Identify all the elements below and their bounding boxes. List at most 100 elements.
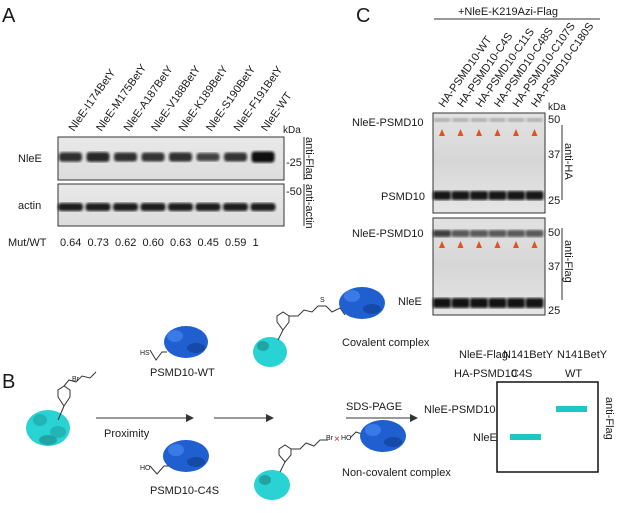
noncovalent-complex: Br × HO xyxy=(254,420,406,500)
gel-row2-label: HA-PSMD10 xyxy=(454,368,517,380)
panel-c-top-marker-37: 37 xyxy=(548,149,560,161)
panel-a-actin-band-1 xyxy=(85,203,111,211)
gel-col2-line1: N141BetY xyxy=(557,349,608,361)
panel-a-ratio-label: Mut/WT xyxy=(8,237,47,249)
panel-a-ratio-7: 1 xyxy=(253,237,259,249)
panel-c-bottom-arrowhead-icon-0 xyxy=(439,241,445,248)
panel-a-actin-band-0 xyxy=(58,203,83,211)
panel-c-bottom-marker-37: 37 xyxy=(548,261,560,273)
panel-a-nlee-band-6 xyxy=(224,152,247,162)
panel-a-nlee-band-5 xyxy=(196,152,220,162)
covalent-label: Covalent complex xyxy=(342,337,430,349)
gel-box xyxy=(496,381,599,473)
gel-row1-label: NleE-Flag xyxy=(459,349,508,361)
panel-c-top-upper-band-5 xyxy=(526,118,543,122)
panel-c-top-marker-50: 50 xyxy=(548,114,560,126)
panel-a-anti-actin: anti-actin xyxy=(303,184,315,229)
panel-c-bottom-marker-25: 25 xyxy=(548,305,560,317)
panel-c-bottom-nlee-band-3 xyxy=(488,298,507,308)
panel-c-top-psmd10-band-2 xyxy=(470,191,488,200)
panel-c-bottom-complex-band-2 xyxy=(470,230,488,237)
panel-c-bottom-marker-50: 50 xyxy=(548,227,560,239)
panel-a-nlee-band-7 xyxy=(251,151,275,163)
panel-a-letter: A xyxy=(2,5,16,27)
panel-c-top-psmd10-band-5 xyxy=(525,191,544,200)
panel-c-top-arrowhead-icon-3 xyxy=(494,129,501,136)
panel-c-top-arrowhead-icon-1 xyxy=(457,129,464,136)
psmd10-c4s-label: PSMD10-C4S xyxy=(150,485,219,497)
panel-c-bottom-nlee-band-1 xyxy=(451,298,470,308)
panel-a-actin-band-7 xyxy=(250,203,276,211)
panel-c-top-upper-band-4 xyxy=(508,118,524,122)
noncovalent-label: Non-covalent complex xyxy=(342,467,451,479)
panel-a-actin-band-4 xyxy=(168,203,193,211)
psmd10-c4s: HO xyxy=(140,440,209,475)
panel-c-top-arrowhead-icon-2 xyxy=(476,129,482,136)
panel-a-25-marker: -25 xyxy=(286,157,302,169)
panel-c-top-psmd10-band-3 xyxy=(488,191,507,200)
panel-a-nlee-band-1 xyxy=(86,152,110,162)
panel-a-actin-label: actin xyxy=(18,200,41,212)
panel-c-bottom-nlee-band-2 xyxy=(470,298,488,308)
svg-text:Br: Br xyxy=(326,435,334,442)
panel-c-top-upper-band-0 xyxy=(434,118,450,122)
panel-a-nlee-bands xyxy=(59,151,275,163)
panel-c-bottom-arrowhead-icon-5 xyxy=(531,241,538,248)
panel-a-ratio-3: 0.60 xyxy=(143,237,164,249)
panel-c-bottom-complex-band-5 xyxy=(525,230,544,237)
panel-c-bottom-arrowhead-icon-3 xyxy=(494,241,501,248)
panel-a-anti-flag: anti-Flag xyxy=(303,137,315,180)
panel-a-nlee-band-3 xyxy=(141,152,165,162)
panel-c-bottom-bands xyxy=(433,230,544,308)
panel-a-ratio-2: 0.62 xyxy=(115,237,136,249)
panel-a-actin-band-5 xyxy=(195,203,221,211)
panel-c-top-arrowhead-icon-4 xyxy=(513,129,519,136)
panel-c-top-upper-band-2 xyxy=(471,118,487,122)
panel-c-top-band-1-label: NleE-PSMD10 xyxy=(352,117,424,129)
panel-a-ratio-4: 0.63 xyxy=(170,237,191,249)
svg-text:S: S xyxy=(320,297,325,304)
svg-text:HS: HS xyxy=(140,350,150,357)
panel-a-actin-bands xyxy=(58,203,276,211)
panel-a-nlee-band-4 xyxy=(169,152,192,162)
benzene-ring-icon xyxy=(57,385,71,407)
panel-c-anti-ha: anti-HA xyxy=(562,143,574,180)
panel-c-condition: +NleE-K219Azi-Flag xyxy=(458,6,558,18)
gel-col2-line2: WT xyxy=(565,368,582,380)
panel-a-50-marker: -50 xyxy=(286,186,302,198)
panel-c-kda: kDa xyxy=(548,102,566,113)
panel-c-anti-flag: anti-Flag xyxy=(562,240,574,283)
gel-band-nlee xyxy=(510,434,541,440)
panel-a-ratio-5: 0.45 xyxy=(198,237,219,249)
panel-c-bottom-complex-band-0 xyxy=(433,230,451,237)
panel-b-letter: B xyxy=(2,371,15,393)
panel-c-top-psmd10-band-1 xyxy=(451,191,470,200)
panel-a-actin-band-2 xyxy=(113,203,138,211)
panel-c-bottom-band-1-label: NleE-PSMD10 xyxy=(352,228,424,240)
panel-c-bottom-nlee-band-0 xyxy=(433,298,451,308)
gel-band-nlee-label: NleE xyxy=(473,432,497,444)
panel-c-top-psmd10-band-4 xyxy=(507,191,525,200)
panel-a-actin-band-3 xyxy=(140,203,166,211)
panel-c-bottom-arrowhead-icon-4 xyxy=(513,241,519,248)
panel-c-lane-labels: HA-PSMD10-WTHA-PSMD10-C4SHA-PSMD10-C11SH… xyxy=(437,21,597,110)
panel-c-top-arrowhead-icon-0 xyxy=(439,129,445,136)
panel-c-top-psmd10-band-0 xyxy=(433,191,451,200)
panel-c-bottom-nlee-band-4 xyxy=(507,298,525,308)
gel-anti-flag: anti-Flag xyxy=(603,397,615,440)
panel-c-bottom-complex-band-4 xyxy=(507,230,525,237)
panel-c-bottom-band-2-label: NleE xyxy=(398,296,422,308)
panel-a-ratio-6: 0.59 xyxy=(225,237,246,249)
panel-c-top-arrowhead-icon-5 xyxy=(531,129,538,136)
panel-c-top-bands xyxy=(433,118,544,200)
psmd10-wt-label: PSMD10-WT xyxy=(150,367,215,379)
panel-c-letter: C xyxy=(356,5,370,27)
panel-a-kda: kDa xyxy=(283,125,301,136)
panel-c-top-marker-25: 25 xyxy=(548,195,560,207)
gel-band-complex xyxy=(556,406,587,412)
gel-band-complex-label: NleE-PSMD10 xyxy=(424,404,496,416)
panel-c-bottom-arrowhead-icon-1 xyxy=(457,241,464,248)
panel-c-bottom-complex-band-1 xyxy=(451,230,470,237)
